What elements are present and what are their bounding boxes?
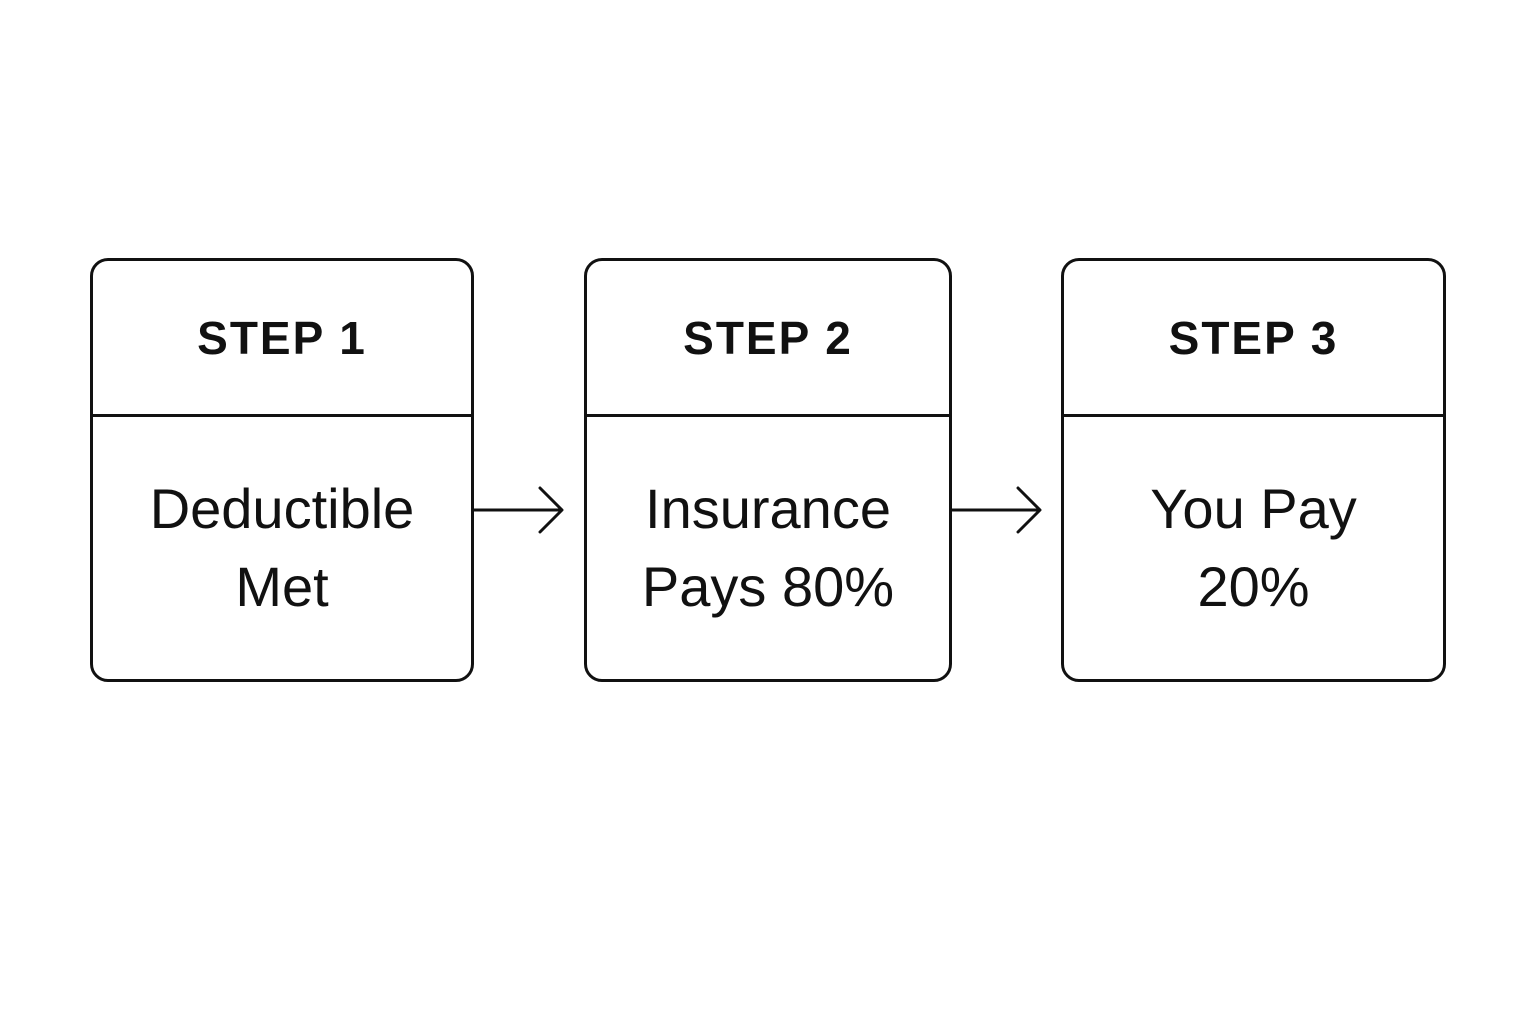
step-1-body-container: Deductible Met — [93, 417, 471, 679]
step-3-header: STEP 3 — [1064, 261, 1443, 417]
arrow-right-icon — [472, 486, 564, 534]
step-2-header: STEP 2 — [587, 261, 949, 417]
step-1-body: Deductible Met — [149, 477, 415, 618]
step-2-body: Insurance Pays 80% — [641, 477, 895, 618]
step-3-body: You Pay 20% — [1150, 477, 1357, 618]
step-3-body-container: You Pay 20% — [1064, 417, 1443, 679]
step-1-header: STEP 1 — [93, 261, 471, 417]
step-2-body-container: Insurance Pays 80% — [587, 417, 949, 679]
step-1-box: STEP 1 Deductible Met — [90, 258, 474, 682]
arrow-right-icon — [950, 486, 1042, 534]
step-2-box: STEP 2 Insurance Pays 80% — [584, 258, 952, 682]
step-3-box: STEP 3 You Pay 20% — [1061, 258, 1446, 682]
